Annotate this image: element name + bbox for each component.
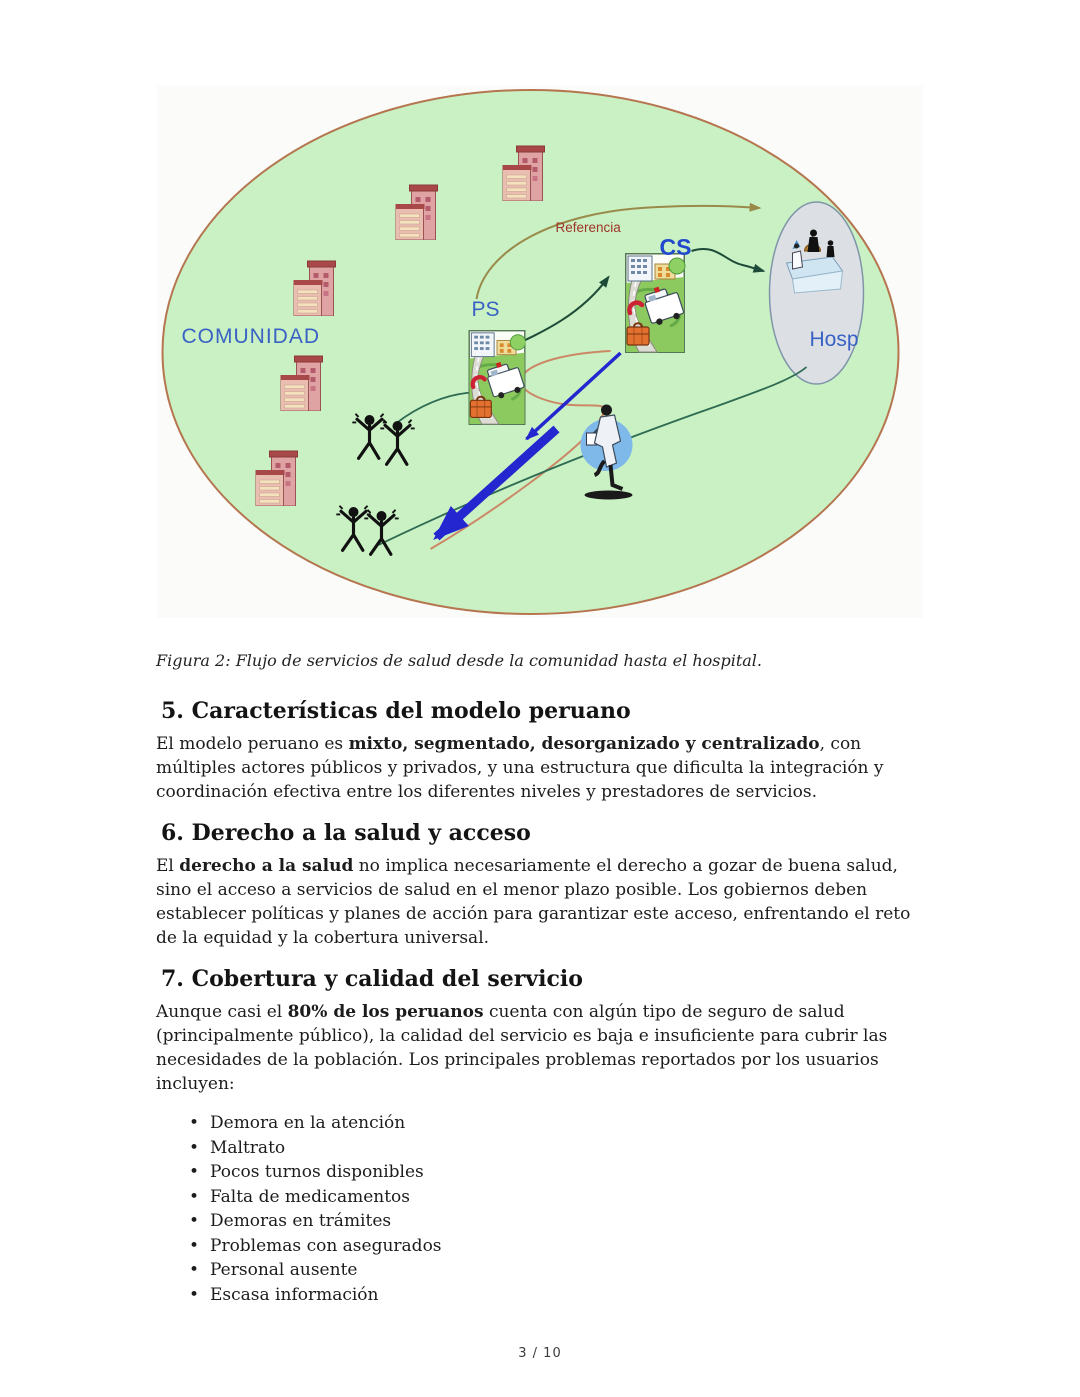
bullet-item: Maltrato — [189, 1136, 928, 1161]
surgery-icon — [785, 229, 844, 294]
section-cobertura-calidad: 7. Cobertura y calidad del servicio Aunq… — [156, 966, 928, 1307]
flow-arrow-blue-thick — [433, 425, 560, 541]
figure-caption: Figura 2: Flujo de servicios de salud de… — [156, 651, 763, 670]
section-paragraph: Aunque casi el 80% de los peruanos cuent… — [156, 1002, 888, 1094]
bullet-item: Escasa información — [189, 1283, 928, 1308]
referral-arrow — [475, 202, 762, 300]
bullet-item: Pocos turnos disponibles — [189, 1160, 928, 1185]
document-body: 5. Características del modelo peruano El… — [156, 690, 928, 1307]
community-label: COMUNIDAD — [182, 325, 321, 348]
bullet-item: Personal ausente — [189, 1258, 928, 1283]
referral-label: Referencia — [556, 220, 622, 235]
section-heading: 5. Características del modelo peruano — [161, 698, 631, 724]
section-heading: 7. Cobertura y calidad del servicio — [161, 966, 583, 992]
figure-health-flow: COMUNIDAD PS CS Hosp Referencia — [157, 85, 923, 618]
flow-lines — [378, 202, 808, 550]
bullet-item: Demora en la atención — [189, 1111, 928, 1136]
ps-facility-icon — [469, 331, 525, 425]
section-derecho-salud: 6. Derecho a la salud y acceso El derech… — [156, 820, 928, 950]
page-indicator: 3 / 10 — [518, 1346, 562, 1361]
bullet-item: Problemas con asegurados — [189, 1234, 928, 1259]
salmon-loop-line — [429, 350, 611, 550]
cs-to-hospital-arrow — [691, 248, 766, 273]
problems-list: Demora en la atenciónMaltratoPocos turno… — [156, 1111, 928, 1307]
ps-label: PS — [472, 298, 500, 321]
bullet-item: Falta de medicamentos — [189, 1185, 928, 1210]
figure-illustration: COMUNIDAD PS CS Hosp Referencia — [161, 89, 900, 615]
section-modelo-peruano: 5. Características del modelo peruano El… — [156, 698, 928, 804]
section-paragraph: El derecho a la salud no implica necesar… — [156, 856, 911, 948]
section-heading: 6. Derecho a la salud y acceso — [161, 820, 531, 846]
hospital-label: Hosp — [810, 328, 859, 351]
cs-label: CS — [660, 234, 692, 260]
hospital-zone — [768, 201, 865, 385]
hospital-ellipse — [768, 201, 865, 385]
bullet-item: Demoras en trámites — [189, 1209, 928, 1234]
flow-arrow-blue-thin — [525, 351, 622, 441]
community-ellipse — [161, 89, 900, 615]
cs-facility-icon — [626, 254, 685, 353]
doctor-runner-icon — [580, 404, 633, 500]
section-paragraph: El modelo peruano es mixto, segmentado, … — [156, 734, 884, 802]
